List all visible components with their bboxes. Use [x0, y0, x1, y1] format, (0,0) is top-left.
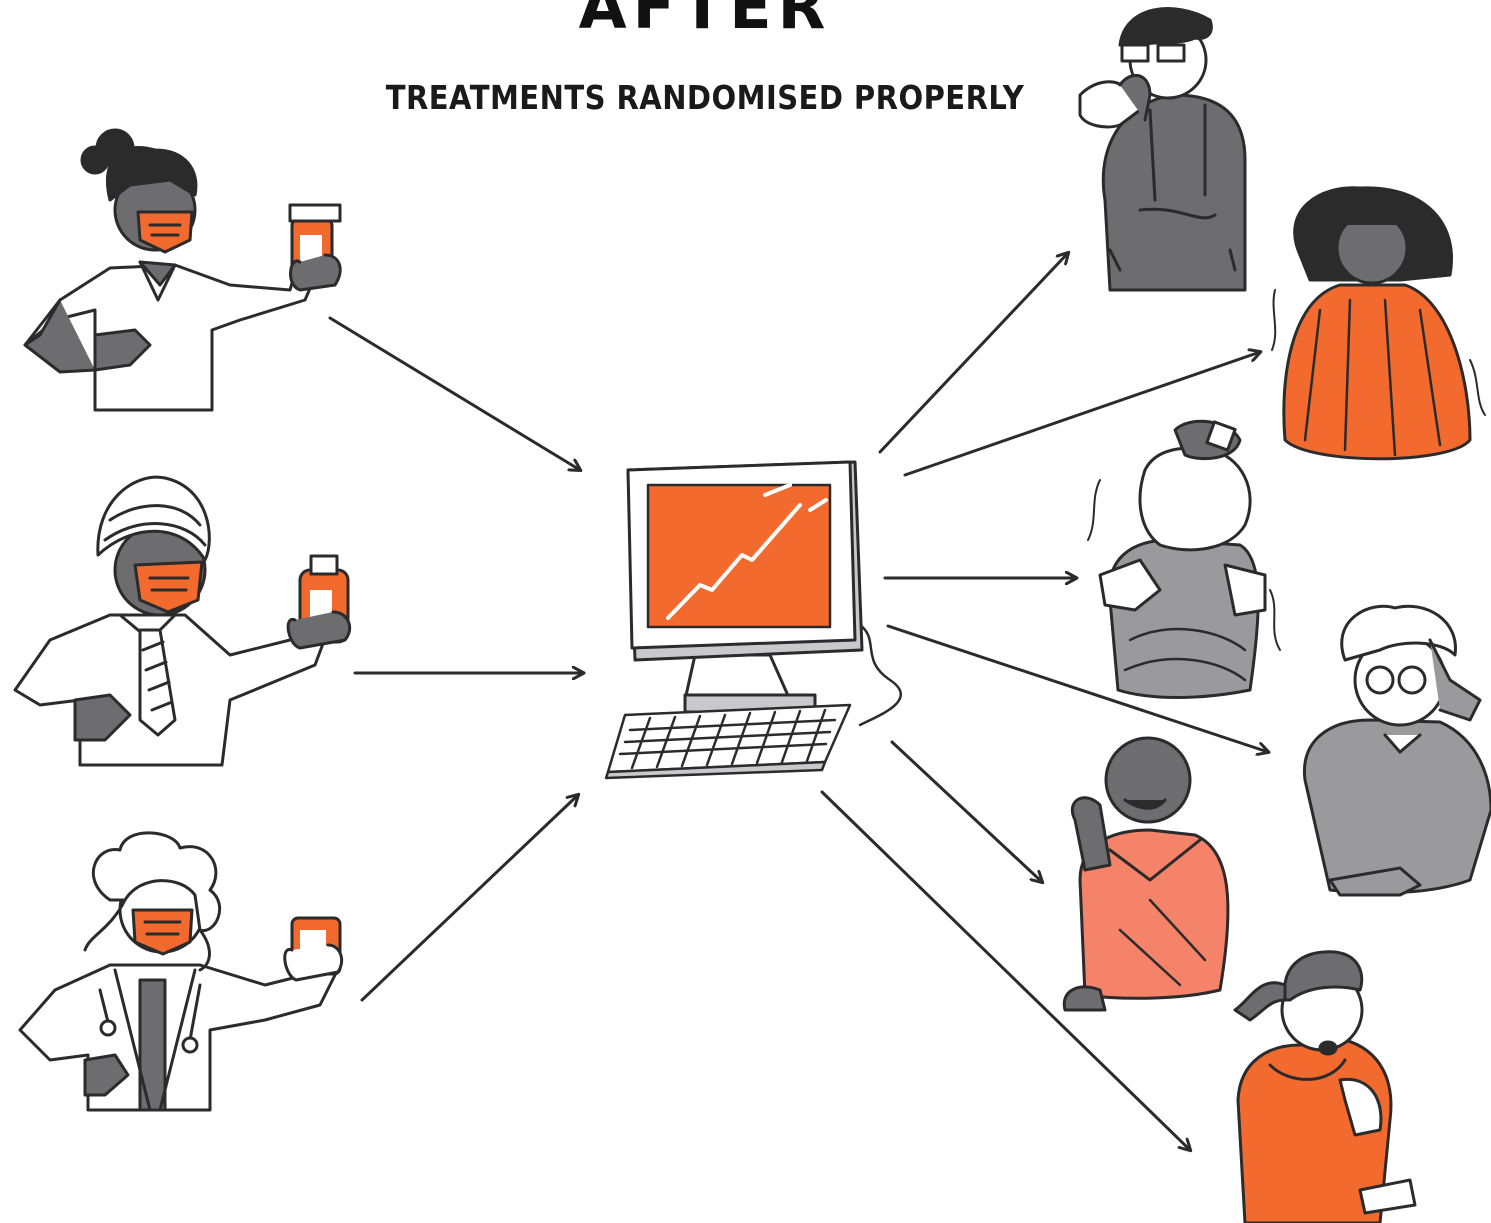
doctor-3-figure	[18, 831, 344, 1112]
diagram-title: AFTER	[578, 0, 832, 43]
keyboard-icon	[604, 703, 852, 780]
doctor-1-figure	[23, 128, 342, 412]
patient-2-figure	[1271, 186, 1486, 461]
patient-1-figure	[1078, 7, 1247, 292]
arrows-in	[328, 316, 583, 1002]
arrows-out	[820, 253, 1268, 1150]
patient-5-figure	[1062, 736, 1230, 1012]
arrow-to-patient-2	[903, 352, 1260, 477]
desktop-computer-icon	[626, 460, 902, 727]
patient-3-figure	[1087, 419, 1281, 699]
patient-4-figure	[1302, 604, 1491, 897]
arrow-to-patient-6	[820, 790, 1190, 1150]
arrow-to-patient-1	[878, 253, 1068, 454]
arrow-to-patient-4	[886, 624, 1268, 752]
arrow-doctor-1-to-computer	[328, 316, 580, 470]
patient-6-figure	[1233, 950, 1417, 1223]
arrow-to-patient-5	[890, 740, 1042, 882]
arrow-doctor-3-to-computer	[360, 795, 578, 1002]
diagram-subtitle: TREATMENTS RANDOMISED PROPERLY	[385, 78, 1025, 117]
doctor-2-figure	[13, 475, 352, 767]
